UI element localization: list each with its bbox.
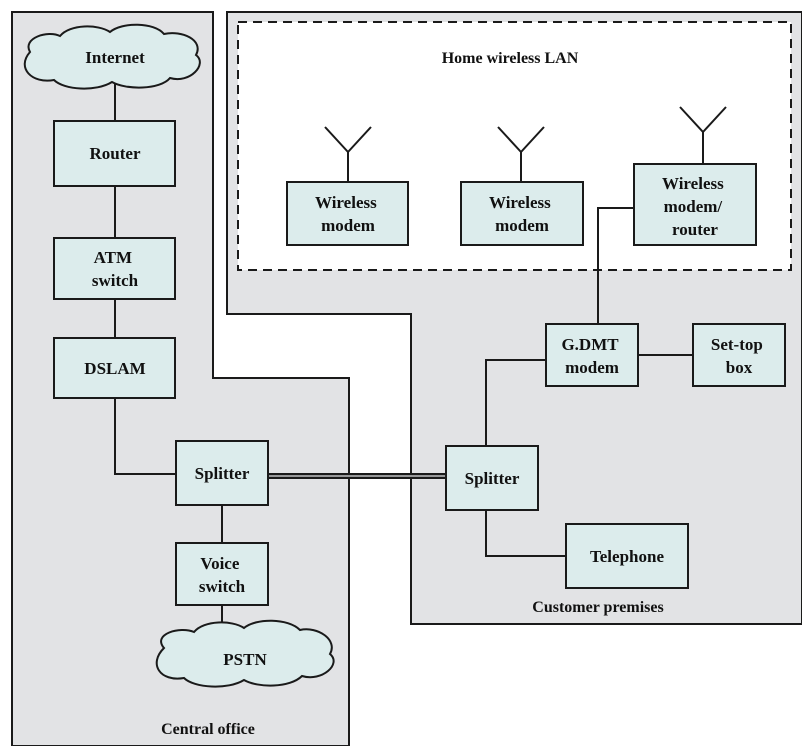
dslam-label: DSLAM [84, 359, 145, 378]
link-cpsplitter-telephone [485, 510, 566, 557]
node-boxes [53, 120, 786, 606]
antenna-icon [679, 106, 727, 164]
dslam-box [53, 337, 176, 399]
customer-premises-label: Customer premises [532, 599, 663, 616]
link-cpsplitter-gdmt [485, 359, 546, 446]
internet-cloud [23, 23, 201, 90]
antenna-icon [324, 126, 372, 182]
router-label: Router [90, 144, 141, 163]
gdmt-modem-box [545, 323, 639, 387]
co-splitter-box [175, 440, 269, 506]
wireless-router-label: Wireless modem/ router [662, 174, 728, 239]
antenna-icon [497, 126, 545, 182]
wireless-router-box [633, 163, 757, 246]
voice-switch-box [175, 542, 269, 606]
wireless-modem-2-label: Wireless modem [489, 193, 555, 235]
pstn-cloud [155, 619, 335, 688]
link-dslam-splitter [114, 398, 176, 475]
wireless-modem-2-box [460, 181, 584, 246]
wireless-modem-1-box [286, 181, 409, 246]
cp-splitter-label: Splitter [465, 469, 520, 488]
telephone-box [565, 523, 689, 589]
voice-switch-label: Voice switch [199, 554, 246, 596]
wireless-modem-1-label: Wireless modem [315, 193, 381, 235]
link-gdmt-wirelessrouter [597, 207, 634, 324]
co-splitter-label: Splitter [195, 464, 250, 483]
gdmt-modem-label: G.DMT modem [561, 335, 622, 377]
set-top-box-box [692, 323, 786, 387]
atm-switch-label: ATM switch [92, 248, 139, 290]
atm-switch-box [53, 237, 176, 300]
antennas [324, 106, 727, 182]
cp-splitter-box [445, 445, 539, 511]
central-office-label: Central office [161, 721, 255, 738]
pstn-label: PSTN [223, 650, 267, 669]
internet-label: Internet [85, 48, 145, 67]
home-wireless-lan-label: Home wireless LAN [442, 50, 579, 67]
router-box [53, 120, 176, 187]
telephone-label: Telephone [590, 547, 664, 566]
node-labels: Internet Router ATM switch DSLAM Splitte… [84, 48, 767, 669]
set-top-box-label: Set-top box [711, 335, 767, 377]
